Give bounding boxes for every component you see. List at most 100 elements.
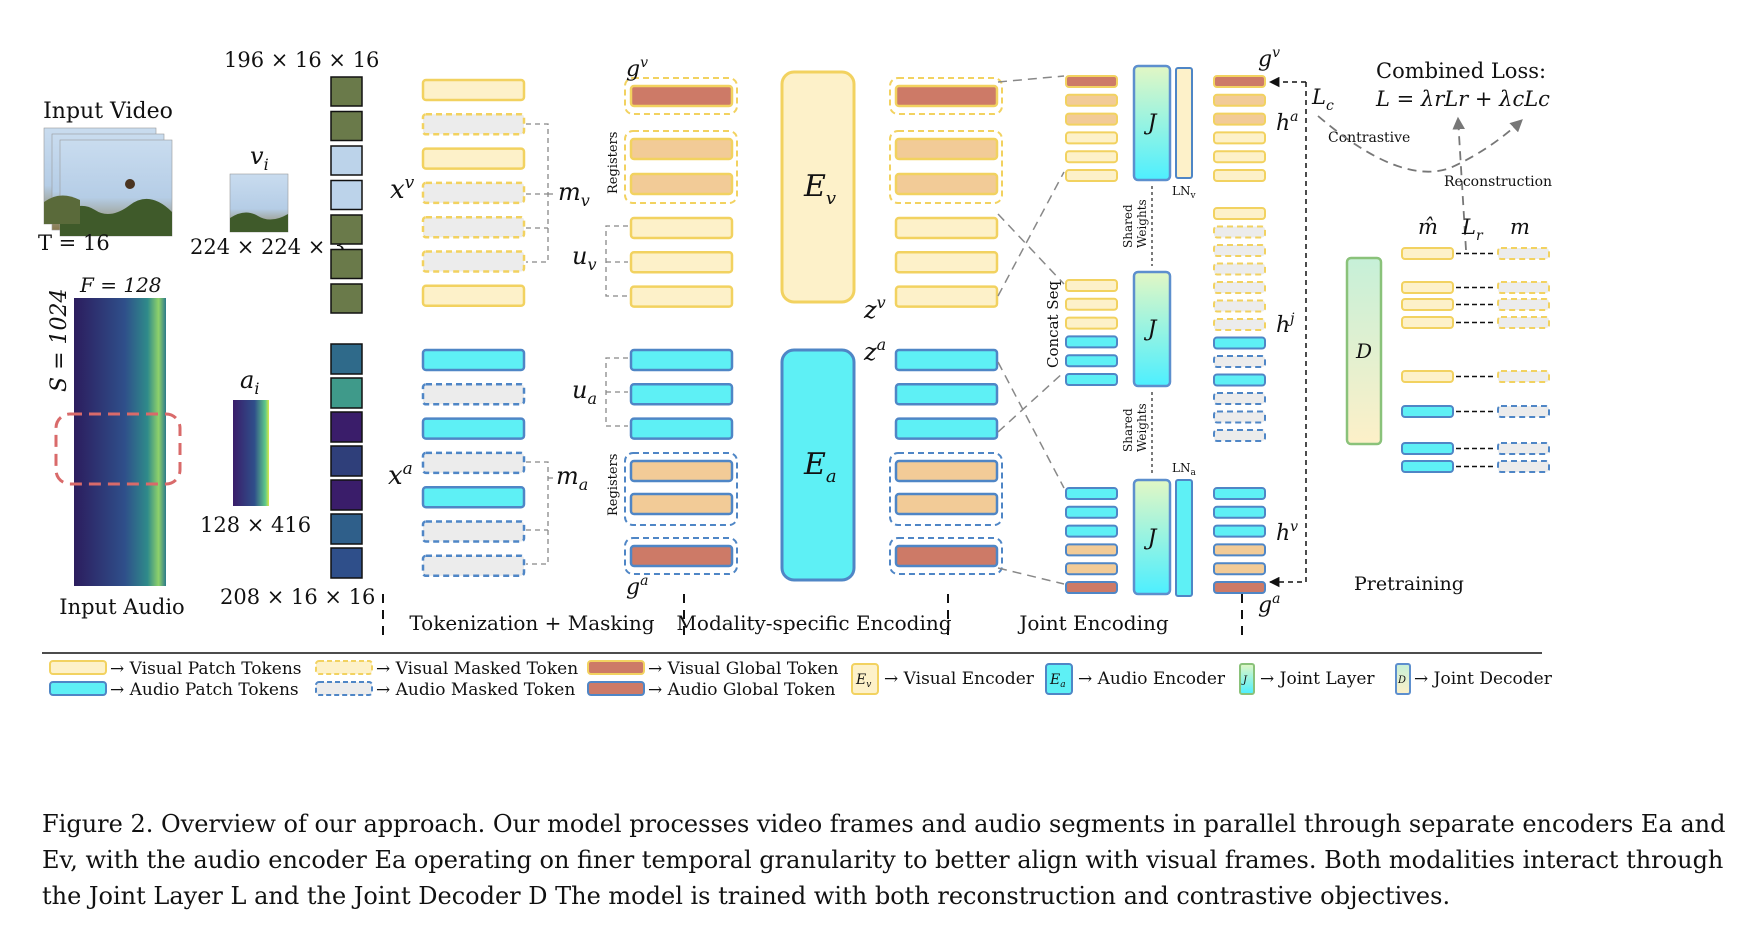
visual-register-group	[624, 130, 738, 204]
pretraining-label: Pretraining	[1354, 573, 1464, 595]
legend-visual-encoder: → Visual Encoder	[884, 669, 1035, 689]
visual-register-token	[1213, 93, 1266, 107]
audio-patch-token	[421, 417, 526, 440]
visual-register-token	[1065, 93, 1118, 107]
shared-weights-bottom-2: Weights	[1135, 403, 1149, 452]
audio-patch-token	[629, 417, 734, 440]
registers-top-label: Registers	[606, 132, 621, 194]
stage-modality: Modality-specific Encoding	[676, 611, 951, 635]
f-label: F = 128	[79, 273, 162, 297]
audio-register-token	[1213, 543, 1266, 557]
visual-patch-token	[1401, 298, 1454, 311]
visual-patch-token	[629, 285, 734, 308]
joint-connectors	[997, 75, 1065, 585]
visual-masked-token	[1497, 298, 1550, 311]
m-label: m	[1510, 215, 1530, 239]
ln-a-block	[1175, 479, 1193, 597]
audio-register-token	[1065, 562, 1118, 576]
audio-patch-token	[1213, 373, 1266, 387]
input-video-title: Input Video	[43, 99, 173, 124]
vi-label: vi	[250, 142, 269, 174]
stage-tokenization: Tokenization + Masking	[409, 611, 654, 635]
audio-patch	[330, 411, 363, 443]
legend-audio-masked: → Audio Masked Token	[376, 680, 575, 700]
audio-global-token	[1065, 581, 1118, 594]
hv-label: hv	[1276, 519, 1298, 546]
za-register-group	[889, 452, 1003, 526]
video-patch	[330, 179, 363, 211]
visual-patch-token	[1401, 281, 1454, 294]
t-label: T = 16	[38, 231, 110, 255]
legend-joint-decoder: → Joint Decoder	[1414, 669, 1553, 689]
visual-masked-token	[421, 250, 526, 273]
visual-patch-token	[1065, 279, 1118, 292]
ga-right-label: ga	[1258, 591, 1280, 618]
audio-patch-token	[1401, 460, 1454, 473]
audio-patch-token	[1213, 505, 1266, 519]
visual-patch-token	[629, 216, 734, 240]
audio-global-token	[629, 544, 734, 568]
legend-j-icon: J	[1241, 675, 1248, 686]
modality-output-tokens	[889, 77, 1003, 575]
legend-audio-encoder: → Audio Encoder	[1078, 669, 1226, 689]
visual-masked-token	[1497, 370, 1550, 383]
concat-seq-label: Concat Seq	[1044, 281, 1062, 368]
visual-global-token	[894, 84, 999, 108]
gv-top-label: gv	[626, 55, 648, 82]
audio-masked-token	[1213, 355, 1266, 368]
visual-patch-token	[1065, 297, 1118, 311]
legend-joint-layer: → Joint Layer	[1260, 669, 1375, 689]
ln-v-block	[1175, 67, 1193, 179]
audio-register-token	[894, 459, 999, 483]
stage-joint: Joint Encoding	[1017, 611, 1169, 635]
audio-patch-token	[1401, 405, 1454, 418]
ga-bottom-label: ga	[626, 573, 648, 600]
visual-patch-token	[421, 147, 526, 170]
ua-label: ua	[572, 376, 597, 408]
ev-label: Ev	[803, 169, 836, 209]
visual-encoder-ev	[780, 70, 856, 304]
audio-masked-token	[1213, 392, 1266, 405]
visual-masked-token	[1213, 262, 1266, 276]
ln-v-label: LNv	[1172, 184, 1196, 201]
audio-patch-token	[629, 348, 734, 372]
input-audio-title: Input Audio	[59, 595, 184, 619]
joint-output-stacks	[1213, 75, 1266, 594]
visual-patch-token	[1213, 131, 1266, 145]
audio-patch-token	[1065, 354, 1118, 368]
mv-label: mv	[558, 178, 590, 210]
mv-bracket	[526, 123, 556, 263]
j-bottom-label: J	[1144, 526, 1158, 551]
audio-register-token	[629, 459, 734, 483]
uv-bracket	[605, 225, 628, 297]
visual-masked-token	[1497, 247, 1550, 260]
video-patch	[330, 283, 363, 314]
contrastive-label: Contrastive	[1328, 130, 1410, 146]
audio-patch-token	[894, 417, 999, 440]
ea-label: Ea	[803, 447, 837, 487]
video-patch-column	[330, 76, 363, 314]
gv-right-label: gv	[1258, 45, 1280, 72]
audio-patch	[330, 547, 363, 579]
xv-label: xv	[390, 173, 415, 205]
legend-ev-icon: Ev	[855, 672, 871, 690]
audio-register-token	[894, 492, 999, 516]
audio-patch-token	[1213, 336, 1266, 350]
joint-decoder-d	[1345, 256, 1383, 446]
audio-patch-token	[1065, 487, 1118, 500]
audio-global-token	[894, 544, 999, 568]
zv-register-group	[889, 130, 1003, 204]
audio-masked-token	[1213, 429, 1266, 442]
visual-patch-token	[1213, 207, 1266, 220]
joint-layer-bottom	[1132, 478, 1172, 596]
audio-masked-token	[421, 554, 526, 578]
audio-patch-token	[1213, 487, 1266, 500]
j-mid-label: J	[1144, 317, 1158, 342]
ha-label: ha	[1276, 109, 1299, 136]
legend-visual-masked: → Visual Masked Token	[376, 659, 578, 679]
visual-register-token	[894, 172, 999, 196]
audio-patch	[330, 343, 363, 375]
visual-patch-token	[1065, 150, 1118, 164]
visual-global-token	[1213, 75, 1266, 88]
audio-register-group	[624, 452, 738, 526]
